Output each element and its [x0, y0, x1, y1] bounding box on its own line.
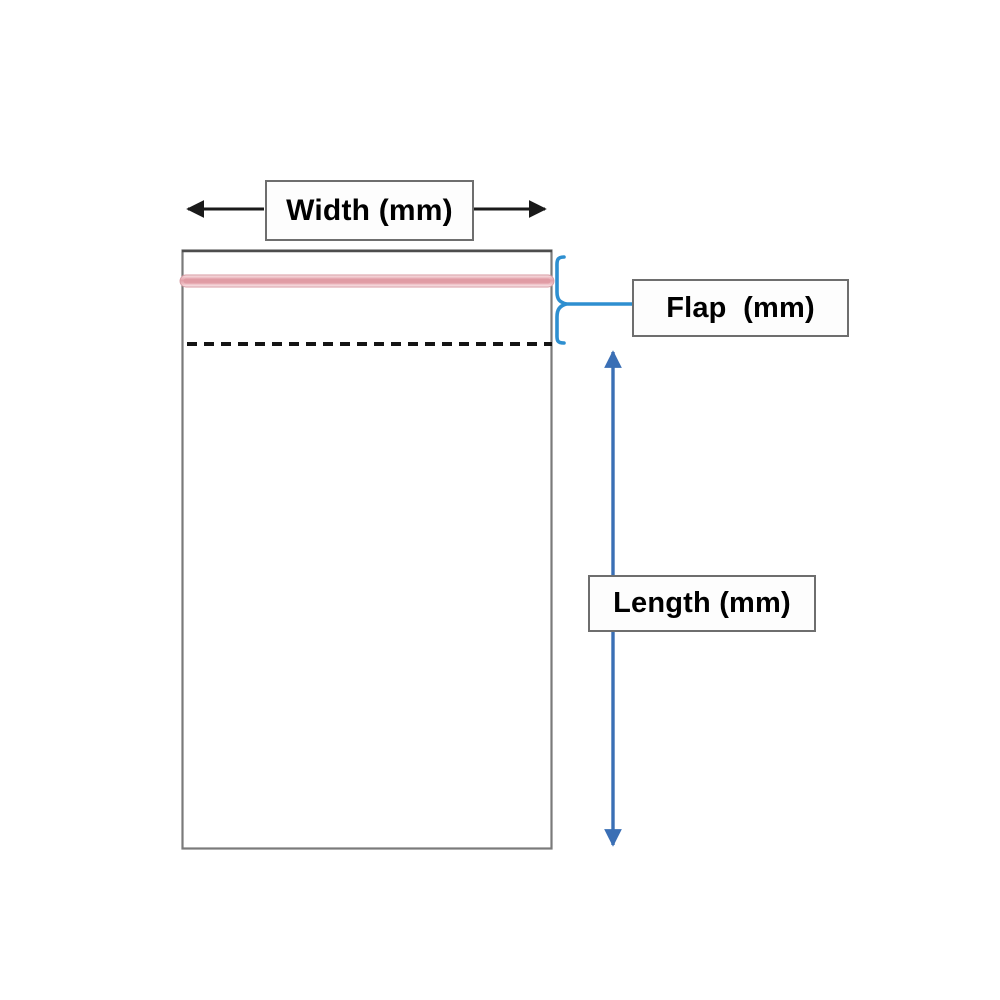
flap-brace	[555, 255, 568, 345]
flap-label-text: Flap (mm)	[666, 291, 815, 324]
flap-dimension-label: Flap (mm)	[632, 279, 849, 337]
bag-outline	[181, 249, 553, 850]
width-label-text: Width (mm)	[286, 193, 453, 227]
width-dimension-label: Width (mm)	[265, 180, 474, 241]
length-label-text: Length (mm)	[613, 587, 791, 619]
length-dimension-label: Length (mm)	[588, 575, 816, 632]
